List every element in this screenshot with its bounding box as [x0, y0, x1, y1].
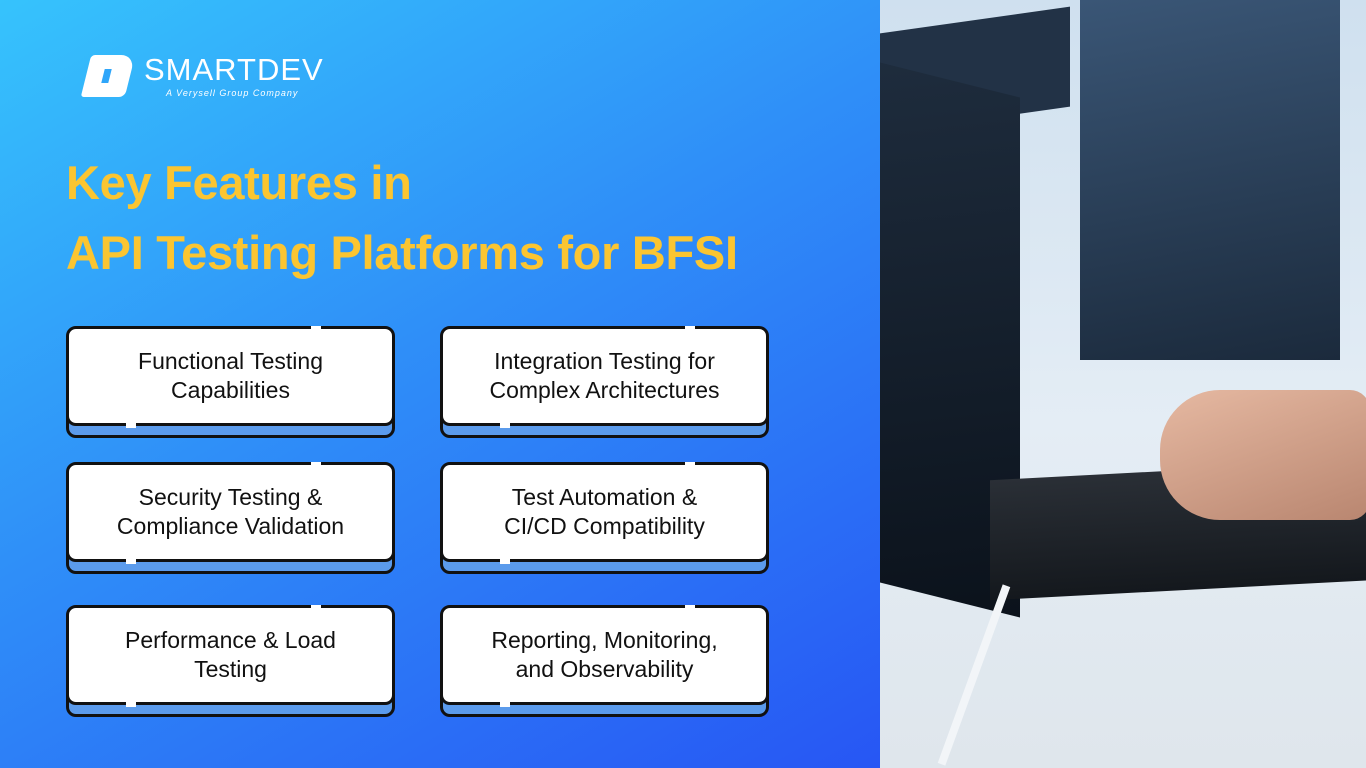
title-line-1: Key Features in [66, 156, 412, 209]
card-line: Reporting, Monitoring, [491, 627, 718, 653]
card-line: Testing [194, 656, 267, 682]
title-line-2: API Testing Platforms for BFSI [66, 226, 738, 279]
hands-image [1160, 390, 1366, 520]
card-line: Integration Testing for [494, 348, 715, 374]
laptop-photo [880, 0, 1366, 768]
card-line: Capabilities [171, 377, 290, 403]
card-line: and Observability [515, 656, 694, 682]
card-line: Complex Architectures [489, 377, 720, 403]
monitor-image [1080, 0, 1340, 360]
page-title: Key Features in API Testing Platforms fo… [66, 148, 738, 288]
feature-card: Reporting, Monitoring, and Observability [440, 605, 769, 717]
card-line: Performance & Load [125, 627, 336, 653]
card-line: Compliance Validation [116, 513, 345, 539]
card-line: CI/CD Compatibility [504, 513, 705, 539]
feature-card: Test Automation & CI/CD Compatibility [440, 462, 769, 574]
card-line: Test Automation & [511, 484, 698, 510]
card-line: Functional Testing [138, 348, 323, 374]
logo: SMARTDEV A Verysell Group Company [80, 52, 324, 98]
brand-tagline: A Verysell Group Company [166, 88, 299, 98]
feature-card: Security Testing & Compliance Validation [66, 462, 395, 574]
cable-image [937, 584, 1011, 766]
card-line: Security Testing & [138, 484, 323, 510]
smartdev-logo-icon [80, 55, 136, 97]
brand-name: SMARTDEV [144, 52, 324, 87]
left-panel: SMARTDEV A Verysell Group Company Key Fe… [0, 0, 880, 768]
